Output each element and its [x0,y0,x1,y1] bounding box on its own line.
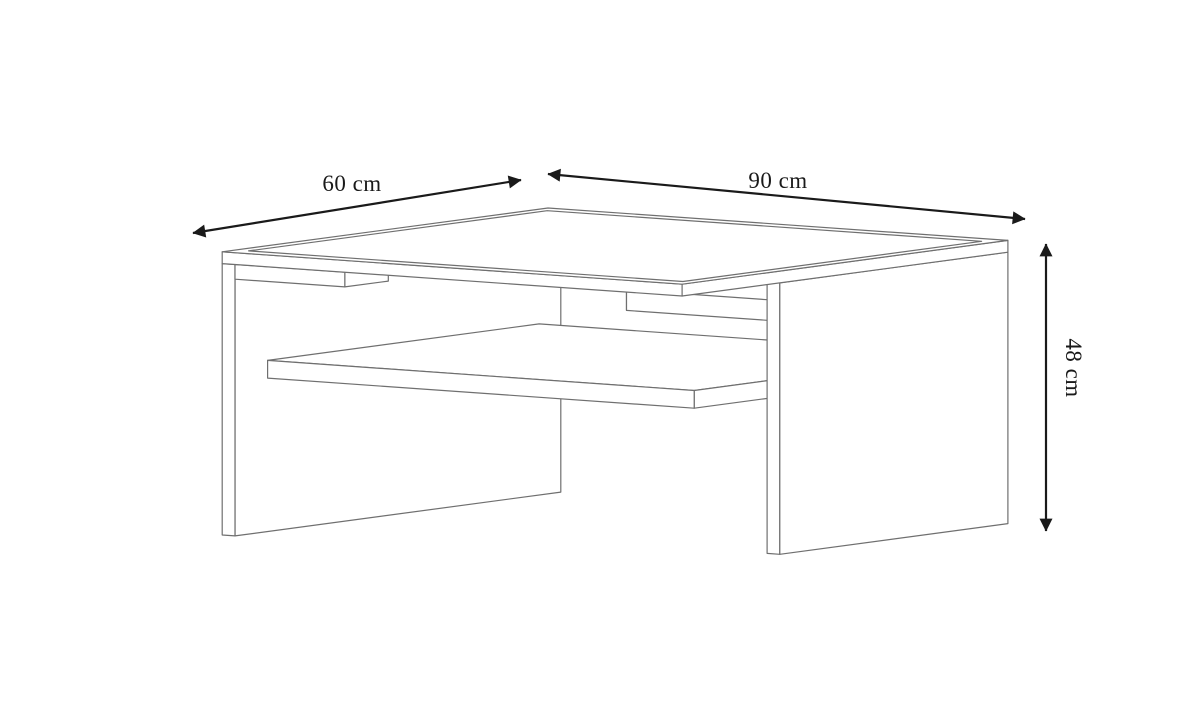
tabletop-inset-border [248,210,983,283]
dimension-arrows [192,168,1053,532]
width-dimension-label: 90 cm [748,168,807,193]
shelf-front-face [267,359,695,409]
dimension-labels: 60 cm 90 cm 48 cm [322,168,1086,398]
table-wireframe [221,207,1009,555]
depth-dimension-arrow [192,175,522,238]
depth-dimension-label: 60 cm [322,171,381,196]
left-panel-front-face [221,263,236,537]
right-panel-front-face [766,281,781,555]
width-dimension-arrow [547,168,1026,225]
height-dimension-label: 48 cm [1061,338,1086,397]
right-panel-outer-face [779,251,1009,555]
